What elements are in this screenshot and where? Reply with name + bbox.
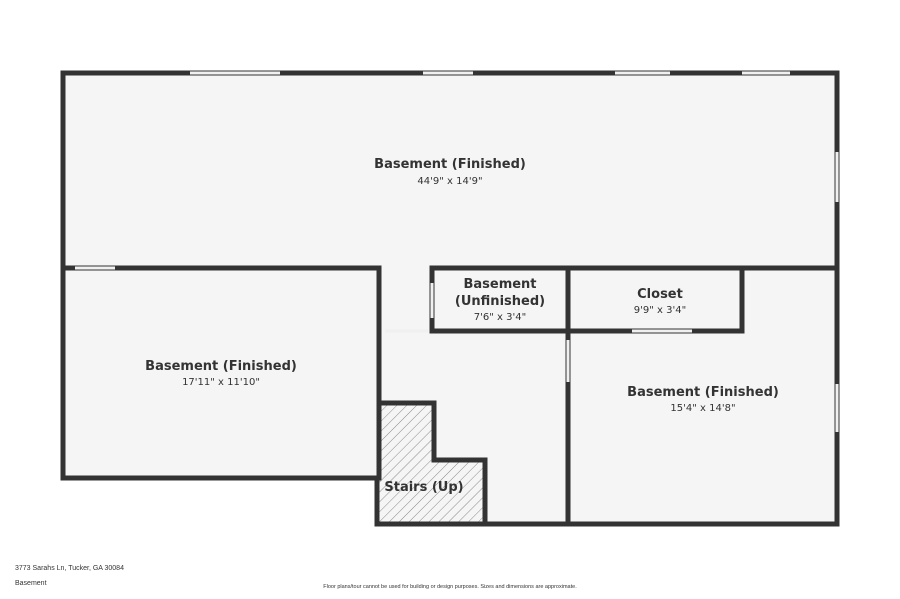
stairs-hatch [379, 403, 485, 523]
room-main-dims: 44'9" x 14'9" [417, 176, 482, 187]
room-left-dims: 17'11" x 11'10" [182, 377, 260, 388]
room-closet-dims: 9'9" x 3'4" [634, 305, 686, 316]
walls [60, 70, 840, 527]
disclaimer-text: Floor plans/tour cannot be used for buil… [323, 584, 577, 590]
room-unfinished-dims: 7'6" x 3'4" [474, 312, 526, 323]
window-frames [190, 70, 840, 432]
room-main-name: Basement (Finished) [374, 157, 526, 172]
room-unfinished-name-2: (Unfinished) [455, 294, 545, 309]
room-unfinished-name-1: Basement [463, 277, 536, 292]
windows [75, 71, 839, 432]
stairs-label: Stairs (Up) [384, 480, 463, 495]
address-text: 3773 Sarahs Ln, Tucker, GA 30084 [15, 565, 124, 572]
level-text: Basement [15, 580, 47, 587]
room-closet-name: Closet [637, 287, 683, 302]
room-right-name: Basement (Finished) [627, 385, 779, 400]
room-left-name: Basement (Finished) [145, 359, 297, 374]
room-right-dims: 15'4" x 14'8" [670, 403, 735, 414]
floor-fill [63, 73, 837, 524]
